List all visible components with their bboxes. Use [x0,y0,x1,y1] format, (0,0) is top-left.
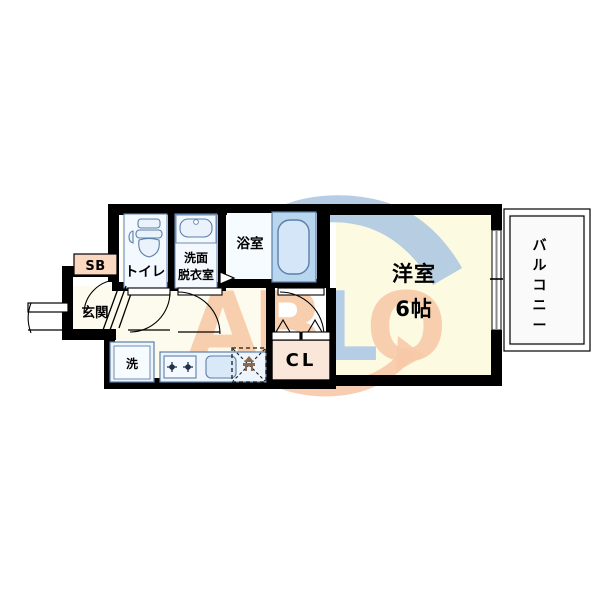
window-icon-balcony [490,229,503,331]
wall-top [110,204,502,215]
door-swing-arc-icon-entry [27,302,69,334]
room-entrance: SB 玄関 [27,253,134,334]
washroom-label-line1: 洗面 [184,250,208,265]
toilet-bowl-icon [128,218,163,258]
partition-toilet-washroom [168,210,175,288]
balcony-inner-edge [509,215,585,345]
balcony-label-char-0: バ [533,238,548,254]
main-room-floor [336,216,500,380]
wall-step-entrance-bottom [62,329,116,340]
washroom-label-line2: 脱衣室 [178,267,214,282]
balcony-label-char-1: ル [533,258,548,274]
wall-bottom-wetblock [112,282,226,291]
kitchen-area: 洗 [109,341,267,383]
entrance-label: 玄関 [82,304,109,321]
balcony-label-char-4: ー [533,318,548,334]
wall-bottom-bathroom [226,278,326,288]
room-toilet: トイレ [123,213,168,289]
balcony-label-char-3: ニ [533,298,548,314]
door-swing-arc-icon-toilet [127,287,171,333]
room-bathroom: 浴室 [219,211,317,285]
balcony-outline: バ ル コ ニ ー [503,208,591,352]
shoe-box-label: SB [85,259,105,274]
door-swing-arc-icon-genkan-inner [83,279,119,315]
wall-right-upper [491,204,502,230]
sliding-door-icon-bathroom [219,271,236,285]
bathroom-label: 浴室 [237,235,264,252]
two-burner-stove-icon [163,355,197,379]
hall-doors [127,287,325,337]
partition-washroom-bathroom [218,210,226,288]
bathtub-icon [271,211,317,283]
door-swing-arc-icon-washroom [177,287,223,335]
vanity-basin-icon [175,214,217,244]
watermark-letter-o: O [366,273,449,383]
balcony-outer-edge [503,208,591,352]
main-room-label-name: 洋室 [392,262,436,286]
wall-structure [62,204,502,389]
wall-bottom-kitchen [104,378,336,389]
wall-right-lower [491,330,502,386]
wall-bottom-main [330,375,496,386]
toilet-label: トイレ [125,264,166,280]
main-room-labels: 洋室 6帖 [392,262,436,321]
main-room-label-size: 6帖 [395,297,433,321]
closet-body [271,339,331,381]
closet-cl: CL [271,318,331,381]
partition-bathroom-mainroom [316,210,330,288]
folding-door-icon-closet [271,318,331,341]
washing-machine-space: 洗 [109,341,155,383]
room-washroom: 洗面 脱衣室 [174,213,235,289]
closet-label: CL [286,350,317,371]
wall-left-entrance [62,266,73,334]
balcony-floor [508,214,586,346]
shoe-box [73,253,118,276]
washing-machine-label: 洗 [126,356,138,371]
balcony-label-char-2: コ [533,278,548,294]
entrance-floor [66,286,116,336]
wall-closet-cap [266,332,336,339]
kitchen-sink-icon [205,355,237,379]
wall-entrance-riser [108,204,119,282]
refrigerator-space-marker-icon [231,347,267,383]
